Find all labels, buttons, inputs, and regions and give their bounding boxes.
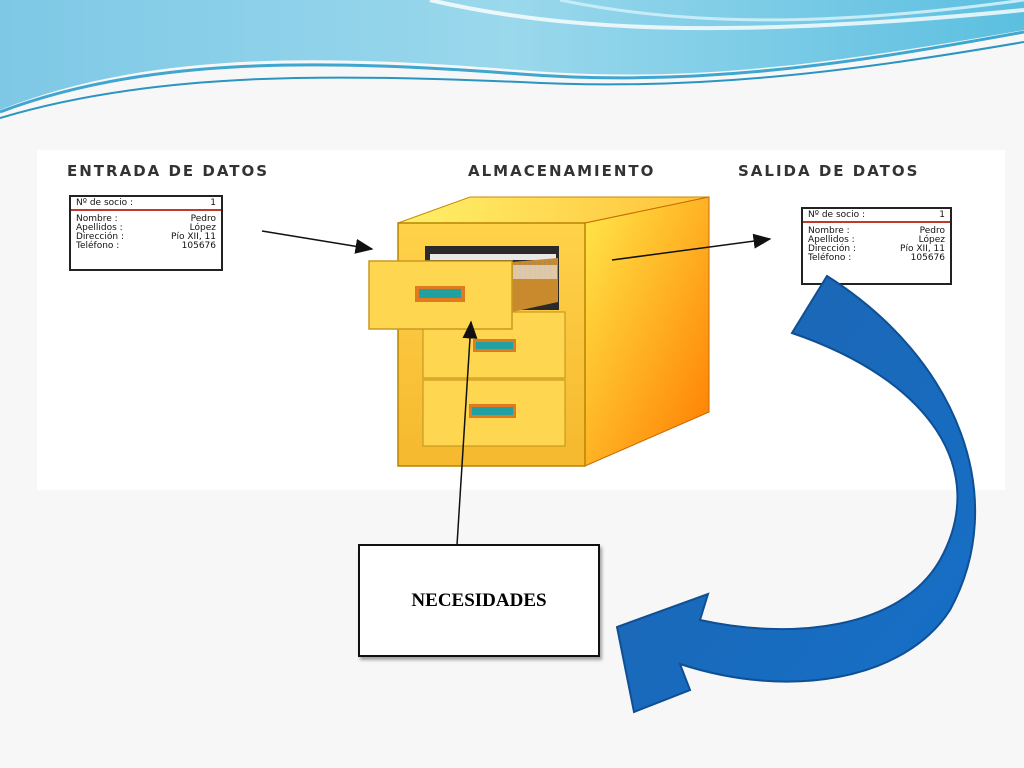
drawer-handle-icon bbox=[472, 407, 513, 415]
phone-label: Teléfono : bbox=[808, 253, 852, 263]
address-value: Pío XII, 11 bbox=[900, 244, 945, 254]
phone-value: 105676 bbox=[910, 253, 945, 263]
name-label: Nombre : bbox=[808, 226, 850, 236]
output-record-card: Nº de socio : 1 Nombre : Pedro Apellidos … bbox=[801, 207, 952, 285]
address-value: Pío XII, 11 bbox=[171, 232, 216, 242]
surname-label: Apellidos : bbox=[76, 223, 123, 233]
surname-value: López bbox=[918, 235, 945, 245]
input-arrow bbox=[261, 230, 374, 254]
name-label: Nombre : bbox=[76, 214, 118, 224]
header-wave bbox=[0, 0, 1024, 119]
phone-value: 105676 bbox=[181, 241, 216, 251]
needs-box: NECESIDADES bbox=[358, 544, 600, 657]
address-label: Dirección : bbox=[808, 244, 856, 254]
heading-output: SALIDA DE DATOS bbox=[738, 162, 920, 180]
needs-pointer-arrow bbox=[455, 320, 478, 562]
needs-label: NECESIDADES bbox=[411, 589, 547, 611]
drawer-handle-icon bbox=[419, 289, 461, 298]
phone-label: Teléfono : bbox=[76, 241, 120, 251]
member-value: 1 bbox=[210, 198, 216, 208]
curved-feedback-arrow bbox=[615, 274, 977, 714]
heading-storage: ALMACENAMIENTO bbox=[468, 162, 656, 180]
heading-input: ENTRADA DE DATOS bbox=[67, 162, 270, 180]
drawer-handle-icon bbox=[476, 342, 513, 349]
input-record-card: Nº de socio : 1 Nombre : Pedro Apellidos … bbox=[69, 195, 223, 271]
cabinet-icon bbox=[368, 196, 710, 467]
output-arrow bbox=[611, 233, 772, 261]
surname-label: Apellidos : bbox=[808, 235, 855, 245]
member-label: Nº de socio : bbox=[808, 210, 865, 220]
name-value: Pedro bbox=[919, 226, 945, 236]
surname-value: López bbox=[189, 223, 216, 233]
address-label: Dirección : bbox=[76, 232, 124, 242]
member-value: 1 bbox=[939, 210, 945, 220]
member-label: Nº de socio : bbox=[76, 198, 133, 208]
name-value: Pedro bbox=[190, 214, 216, 224]
